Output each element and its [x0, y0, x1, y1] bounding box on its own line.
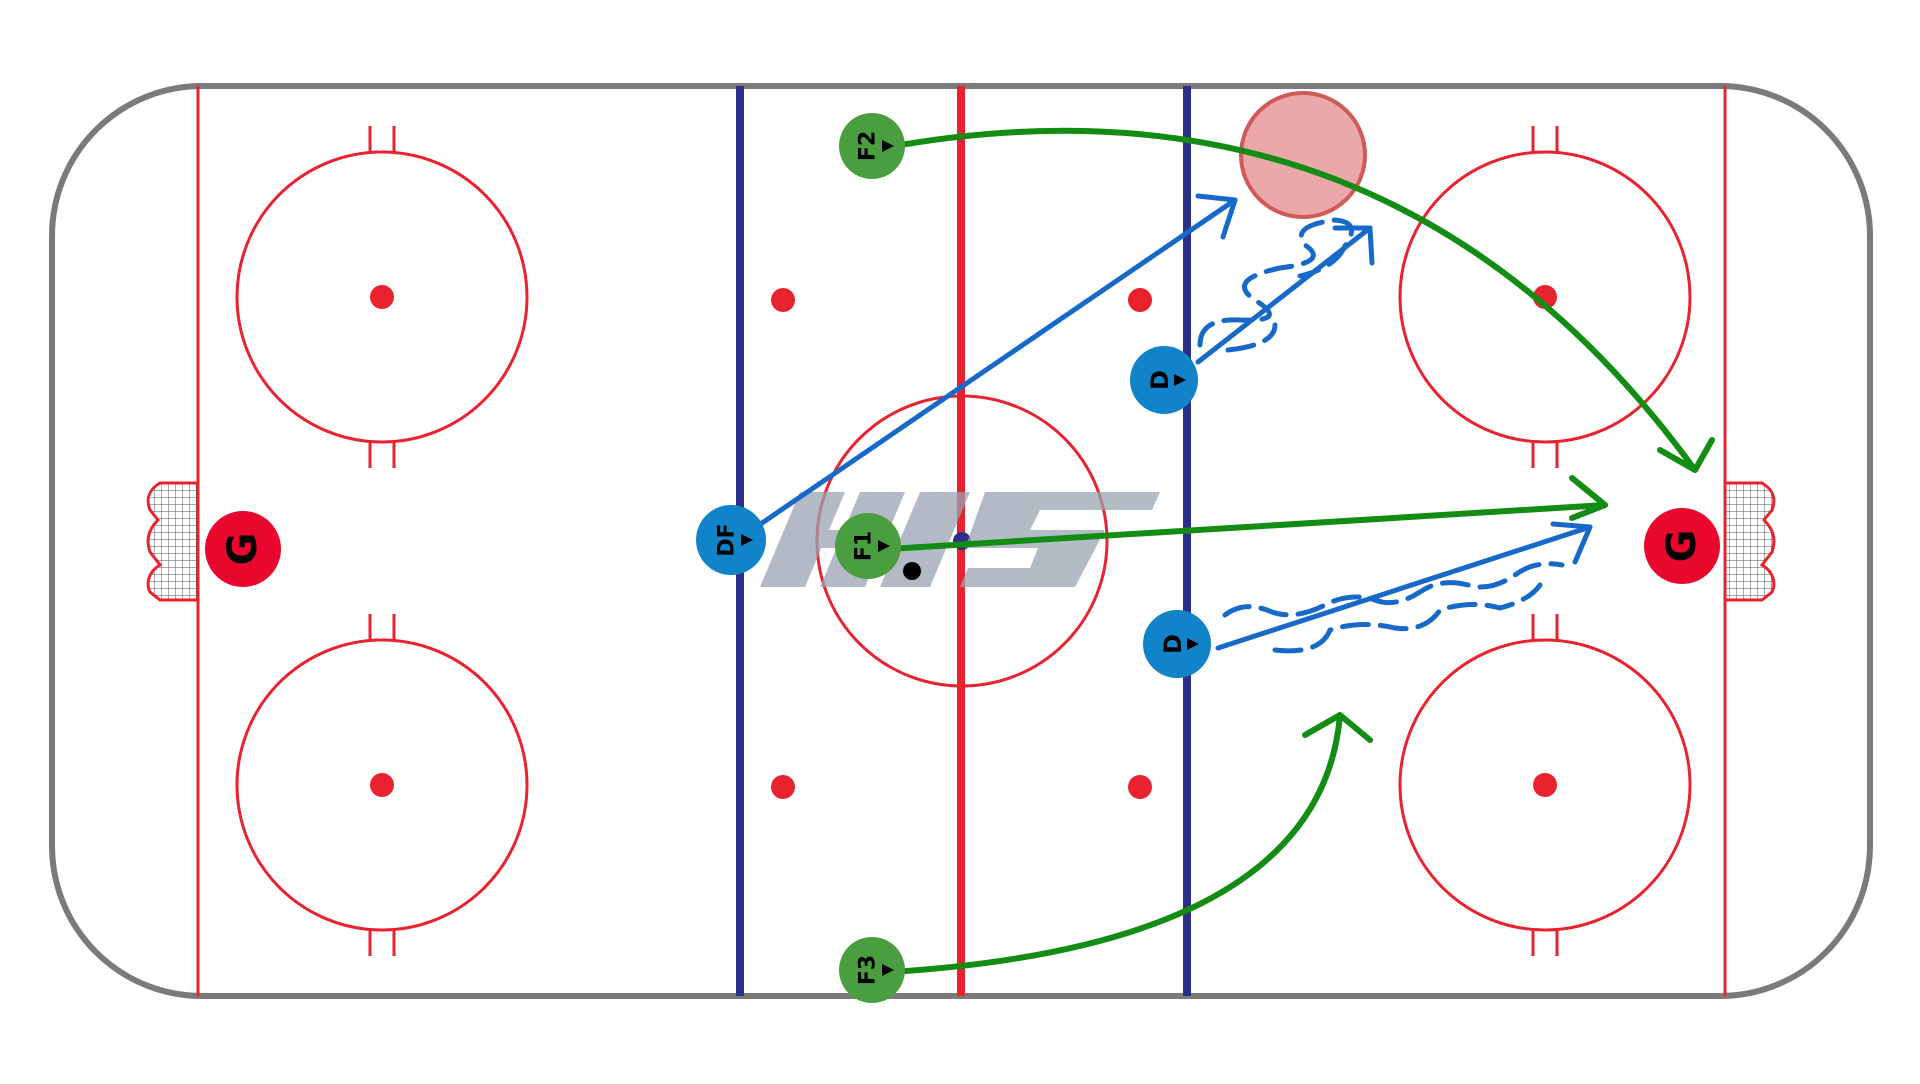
player-direction-icon [1174, 374, 1186, 386]
player-direction-icon [1187, 638, 1199, 650]
pass-arrows [869, 127, 1715, 976]
net-left [146, 481, 200, 602]
goalie-right[interactable]: G [1644, 508, 1720, 584]
pass-arrowhead-f1 [1569, 475, 1608, 521]
faceoff-circle-top-left [235, 126, 529, 468]
player-d-upper[interactable]: D [1130, 346, 1198, 414]
player-label: D [1159, 634, 1187, 654]
pass-arrowhead-f3 [1302, 712, 1373, 743]
skate-arrow-d-lower [1215, 524, 1593, 651]
player-token [835, 513, 901, 579]
player-f2[interactable]: F2 [839, 113, 905, 179]
player-f1[interactable]: F1 [835, 513, 901, 579]
puck-icon [903, 562, 921, 580]
faceoff-circle-top-right [1398, 126, 1692, 468]
player-label: F2 [856, 131, 881, 161]
neutral-dot-top-left [771, 288, 795, 312]
goalie-left[interactable]: G [205, 511, 281, 587]
player-label: DF [715, 523, 740, 556]
player-label: F3 [856, 955, 881, 985]
player-df[interactable]: DF [696, 505, 766, 575]
net-right [1723, 481, 1776, 602]
neutral-dot-bottom-left [771, 775, 795, 799]
player-direction-icon [882, 964, 894, 976]
player-token [1143, 610, 1211, 678]
goalie-token [205, 511, 281, 587]
skate-arrowhead-d-lower [1550, 521, 1593, 565]
player-label: F1 [852, 531, 877, 561]
skate-arrows [759, 193, 1593, 654]
pass-arrowhead-f2 [1657, 437, 1715, 473]
goalie-token [1644, 508, 1720, 584]
pass-arrow-f3 [870, 712, 1343, 976]
faceoff-circle-bottom-left [235, 614, 529, 956]
player-token [839, 113, 905, 179]
player-direction-icon [882, 140, 894, 152]
player-direction-icon [741, 534, 753, 546]
player-token [696, 505, 766, 575]
skate-arrowhead-df [1195, 193, 1238, 240]
neutral-dot-top-right [1128, 288, 1152, 312]
target-zone-icon [1239, 91, 1367, 219]
pass-arrow-f1 [869, 502, 1608, 553]
neutral-dot-bottom-right [1128, 775, 1152, 799]
skate-wave-d-upper [1197, 217, 1355, 353]
goalie-label: G [220, 533, 266, 566]
player-token [839, 937, 905, 1003]
goalie-label: G [1659, 530, 1705, 563]
skate-wave-d-lower [1222, 561, 1565, 654]
faceoff-circle-bottom-right [1398, 614, 1692, 956]
player-label: D [1146, 370, 1174, 390]
skate-arrow-df [759, 197, 1238, 526]
player-f3[interactable]: F3 [839, 937, 905, 1003]
player-token [1130, 346, 1198, 414]
player-direction-icon [878, 540, 890, 552]
pass-arrow-f2 [870, 127, 1698, 473]
player-d-lower[interactable]: D [1143, 610, 1211, 678]
skate-arrowhead-d-upper [1332, 225, 1375, 266]
